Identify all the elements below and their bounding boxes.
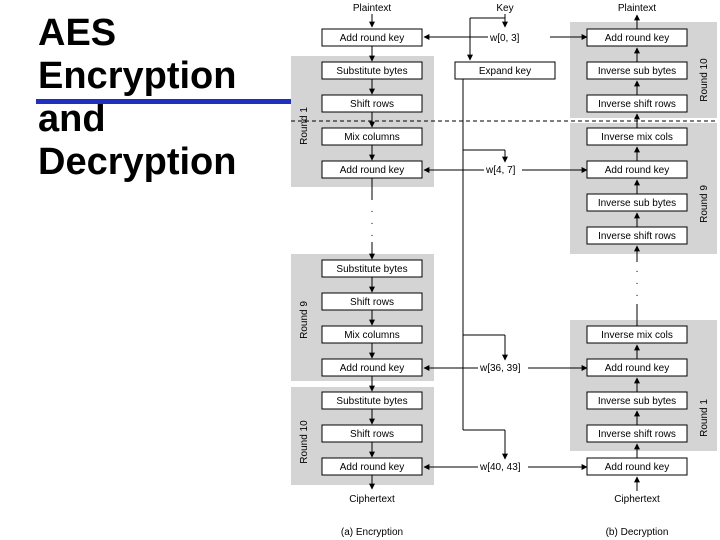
title-line: AES [38, 12, 117, 54]
box-label: Inverse mix cols [601, 330, 673, 341]
enc-ciphertext-label: Ciphertext [349, 494, 395, 505]
ellipsis-dots: · [370, 206, 373, 217]
key-word: w[40, 43] [479, 462, 521, 473]
ellipsis-dots: · [370, 230, 373, 241]
dec-r9-inv-sub-bytes: Inverse sub bytes [586, 193, 688, 212]
box-label: Mix columns [344, 132, 400, 143]
key-label: Key [496, 3, 513, 14]
enc-round10-label: Round 10 [299, 420, 310, 464]
enc-r9-sub-bytes: Substitute bytes [321, 259, 423, 278]
expand-key-box: Expand key [454, 61, 556, 80]
box-label: Inverse sub bytes [598, 66, 676, 77]
box-label: Inverse sub bytes [598, 198, 676, 209]
enc-r9-mix-columns: Mix columns [321, 325, 423, 344]
box-label: Shift rows [350, 297, 394, 308]
box-label: Add round key [605, 363, 670, 374]
enc-r1-sub-bytes: Substitute bytes [321, 61, 423, 80]
title-line: and [38, 98, 106, 140]
dec-initial-add-round-key: Add round key [586, 457, 688, 476]
ellipsis-dots: · [635, 290, 638, 301]
dec-round1-label: Round 1 [699, 399, 710, 437]
key-word: w[4, 7] [485, 165, 516, 176]
box-label: Add round key [340, 165, 405, 176]
box-label: Add round key [605, 462, 670, 473]
box-label: Substitute bytes [336, 396, 407, 407]
key-word: w[0, 3] [489, 33, 520, 44]
dec-r1-add-round-key: Add round key [586, 358, 688, 377]
box-label: Expand key [479, 66, 531, 77]
ellipsis-dots: · [635, 266, 638, 277]
ellipsis-dots: · [370, 218, 373, 229]
box-label: Substitute bytes [336, 66, 407, 77]
dec-caption: (b) Decryption [606, 527, 669, 538]
dec-r9-inv-shift-rows: Inverse shift rows [586, 226, 688, 245]
box-label: Mix columns [344, 330, 400, 341]
slide-title: AES Encryption and Decryption [38, 12, 278, 184]
box-label: Shift rows [350, 429, 394, 440]
dec-round10-label: Round 10 [699, 58, 710, 102]
enc-r1-mix-columns: Mix columns [321, 127, 423, 146]
dec-plaintext-label: Plaintext [618, 3, 657, 14]
enc-r10-add-round-key: Add round key [321, 457, 423, 476]
dec-r9-inv-mix-cols: Inverse mix cols [586, 127, 688, 146]
dec-ciphertext-label: Ciphertext [614, 494, 660, 505]
dec-final-add-round-key: Add round key [586, 28, 688, 47]
dec-r1-inv-shift-rows: Inverse shift rows [586, 424, 688, 443]
box-label: Inverse sub bytes [598, 396, 676, 407]
box-label: Inverse mix cols [601, 132, 673, 143]
box-label: Add round key [605, 33, 670, 44]
enc-caption: (a) Encryption [341, 527, 403, 538]
box-label: Inverse shift rows [598, 231, 676, 242]
box-label: Inverse shift rows [598, 99, 676, 110]
title-line: Decryption [38, 141, 237, 183]
title-line: Encryption [38, 55, 237, 97]
enc-r10-sub-bytes: Substitute bytes [321, 391, 423, 410]
enc-r1-shift-rows: Shift rows [321, 94, 423, 113]
dec-r10-inv-shift-rows: Inverse shift rows [586, 94, 688, 113]
enc-r9-shift-rows: Shift rows [321, 292, 423, 311]
box-label: Shift rows [350, 99, 394, 110]
box-label: Add round key [340, 33, 405, 44]
enc-round1-label: Round 1 [299, 107, 310, 145]
round-panels [291, 22, 717, 485]
enc-round9-label: Round 9 [299, 301, 310, 339]
dec-round9-label: Round 9 [699, 185, 710, 223]
enc-r10-shift-rows: Shift rows [321, 424, 423, 443]
box-label: Add round key [340, 363, 405, 374]
enc-plaintext-label: Plaintext [353, 3, 392, 14]
dec-r1-inv-sub-bytes: Inverse sub bytes [586, 391, 688, 410]
enc-r9-add-round-key: Add round key [321, 358, 423, 377]
enc-r1-add-round-key: Add round key [321, 160, 423, 179]
key-word: w[36, 39] [479, 363, 521, 374]
box-label: Add round key [605, 165, 670, 176]
enc-initial-add-round-key: Add round key [321, 28, 423, 47]
ellipsis-dots: · [635, 278, 638, 289]
box-label: Add round key [340, 462, 405, 473]
title-underline [36, 99, 294, 104]
dec-r9-add-round-key: Add round key [586, 160, 688, 179]
dec-r10-inv-sub-bytes: Inverse sub bytes [586, 61, 688, 80]
box-label: Substitute bytes [336, 264, 407, 275]
dec-r1-inv-mix-cols: Inverse mix cols [586, 325, 688, 344]
box-label: Inverse shift rows [598, 429, 676, 440]
